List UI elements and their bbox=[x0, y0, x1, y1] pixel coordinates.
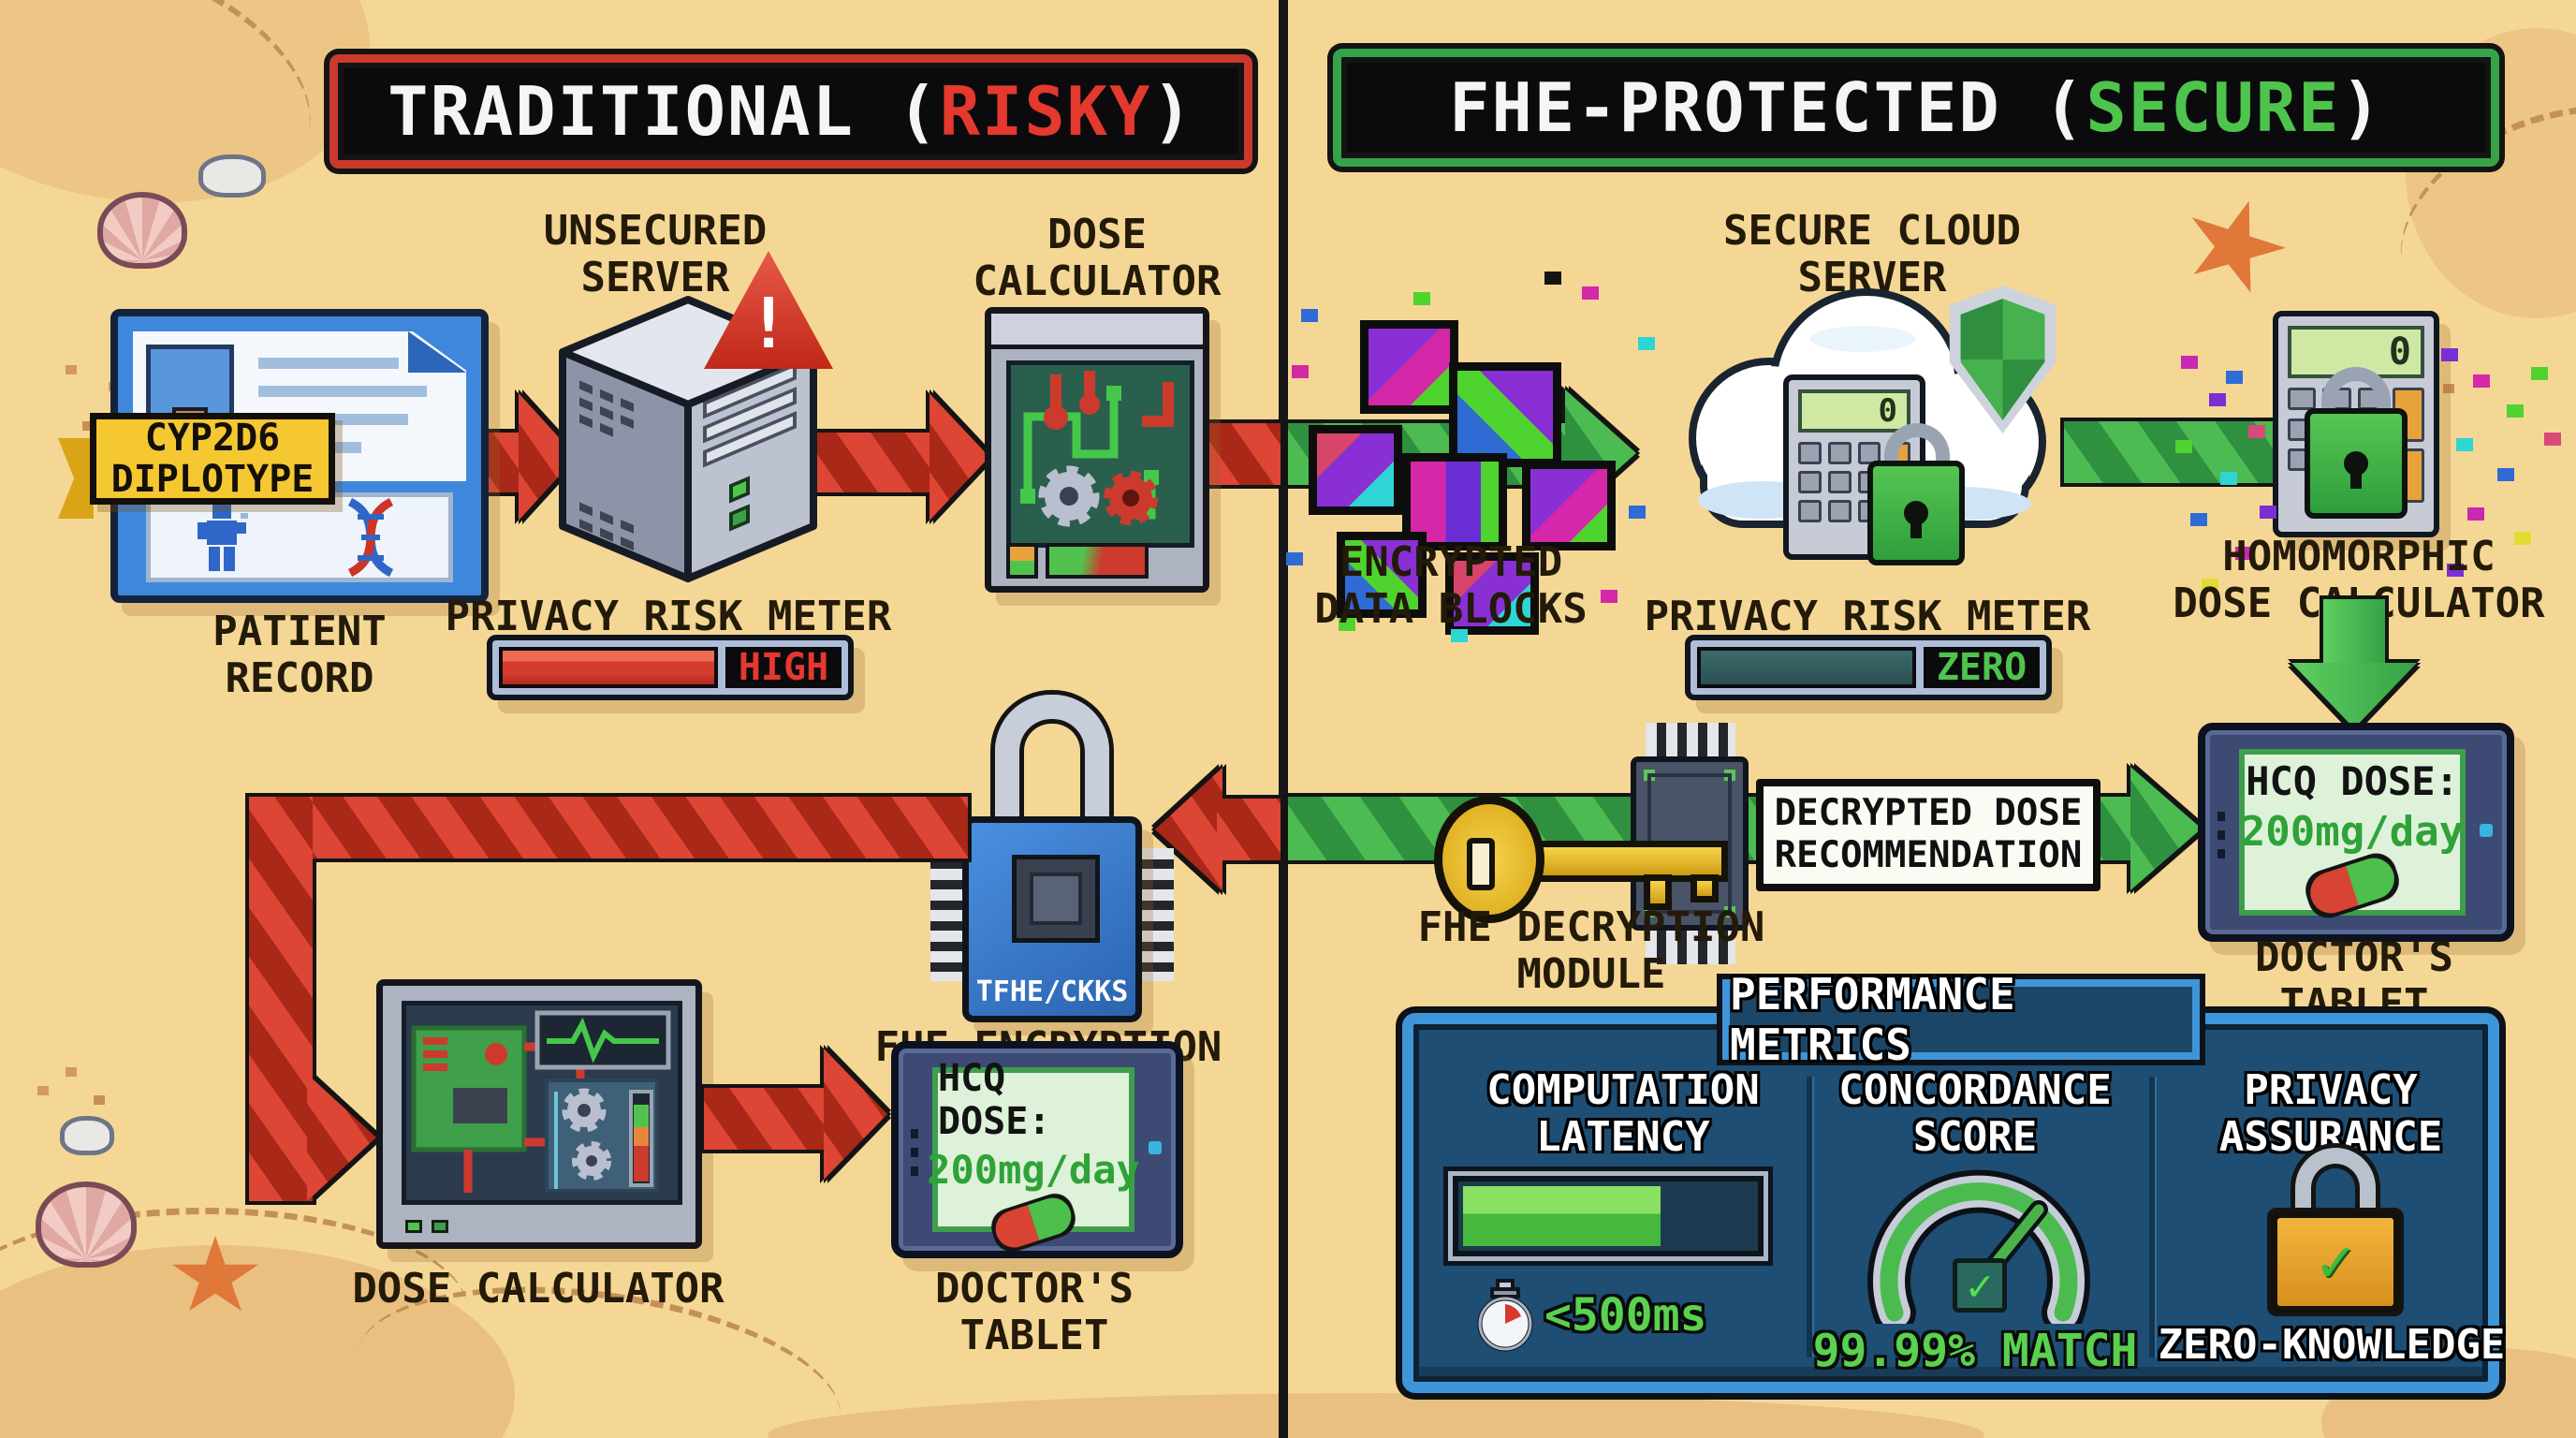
panel-divider bbox=[1279, 0, 1288, 1438]
fhe-decryption-label: FHE DECRYPTION MODULE bbox=[1417, 903, 1765, 999]
tablet-screen: HCQ DOSE: 200mg/day bbox=[927, 1057, 1140, 1253]
title-text: TRADITIONAL ( bbox=[388, 72, 940, 151]
dose-calculator-bottom-label: DOSE CALCULATOR bbox=[352, 1265, 724, 1313]
panel-column-divider bbox=[1807, 1077, 1812, 1357]
privacy-risk-meter-left: HIGH bbox=[487, 635, 854, 700]
circuit-board-screen bbox=[402, 1001, 682, 1205]
risk-bar-high bbox=[499, 647, 718, 688]
title-fhe-protected: FHE-PROTECTED (SECURE) bbox=[1333, 49, 2499, 167]
dune-bottom-center bbox=[768, 1393, 1984, 1438]
concordance-value: 99.99% MATCH bbox=[1812, 1325, 2138, 1377]
key-icon bbox=[1434, 796, 1544, 923]
latency-progress-bar bbox=[1453, 1176, 1764, 1256]
gauge-check-icon: ✓ bbox=[1953, 1258, 2007, 1313]
latency-header: COMPUTATION LATENCY bbox=[1486, 1066, 1760, 1162]
pebble bbox=[198, 154, 266, 198]
dose-value: 200mg/day bbox=[927, 1146, 1140, 1193]
pebble bbox=[60, 1116, 114, 1155]
decrypted-dose-box: DECRYPTED DOSE RECOMMENDATION bbox=[1756, 779, 2100, 891]
risk-bar-zero bbox=[1697, 647, 1916, 688]
privacy-lock-icon: ✓ bbox=[2271, 1211, 2400, 1313]
title-traditional: TRADITIONAL (RISKY) bbox=[329, 54, 1252, 169]
pixel-dust-left bbox=[2181, 356, 2198, 369]
calculator-display: 0 bbox=[2288, 326, 2424, 378]
arrow-into-encryption-module bbox=[1155, 768, 1281, 891]
dose-calculator-bottom-icon bbox=[376, 979, 702, 1249]
privacy-risk-meter-right: ZERO bbox=[1685, 635, 2052, 700]
homomorphic-lock-icon bbox=[2305, 408, 2408, 519]
circuit-screen bbox=[1006, 360, 1194, 548]
encryption-lock-icon: TFHE/CKKS bbox=[962, 816, 1142, 1022]
stopwatch-icon bbox=[1475, 1279, 1535, 1357]
cpu-chip-icon bbox=[1012, 855, 1100, 943]
sand-speckles bbox=[37, 1086, 49, 1095]
tablet-speaker bbox=[911, 1129, 918, 1181]
encrypted-data-blocks-icon bbox=[1309, 320, 1617, 635]
risk-value: ZERO bbox=[1924, 646, 2040, 689]
risk-value: HIGH bbox=[725, 646, 842, 689]
privacy-value: ZERO-KNOWLEDGE bbox=[2158, 1321, 2506, 1369]
privacy-lock-shackle bbox=[2295, 1148, 2376, 1221]
dose-value: 200mg/day bbox=[2240, 808, 2465, 856]
dose-calculator-top-label: DOSE CALCULATOR bbox=[973, 211, 1222, 306]
title-highlight-secure: SECURE bbox=[2086, 68, 2341, 147]
gauge-icon bbox=[1857, 1146, 2100, 1334]
performance-metrics-title: PERFORMANCE METRICS bbox=[1722, 969, 2200, 1070]
indicator-light bbox=[1006, 543, 1038, 579]
tablet-camera bbox=[1149, 1141, 1162, 1155]
server-icon bbox=[548, 292, 828, 591]
pill-icon bbox=[2305, 852, 2400, 919]
indicator-bar bbox=[1046, 543, 1149, 579]
record-genomics-panel bbox=[146, 492, 453, 582]
lock-pins-right bbox=[1142, 848, 1174, 981]
privacy-risk-meter-left-label: PRIVACY RISK METER bbox=[445, 593, 892, 640]
shell-bottom-left bbox=[36, 1181, 137, 1268]
chip-pins-top bbox=[1646, 723, 1735, 758]
latency-progress-fill bbox=[1463, 1186, 1661, 1246]
doctors-tablet-bottom-label: DOCTOR'S TABLET bbox=[935, 1265, 1134, 1360]
arrow-down-to-tablet bbox=[2291, 599, 2417, 728]
arrow-cloud-to-homomorphic bbox=[2064, 421, 2281, 483]
title-highlight-risky: RISKY bbox=[939, 72, 1152, 151]
pixel-dust-right bbox=[2441, 348, 2458, 361]
person-icon bbox=[197, 502, 248, 571]
pill-icon bbox=[990, 1192, 1076, 1253]
doctors-tablet-bottom: HCQ DOSE: 200mg/day bbox=[891, 1041, 1183, 1258]
arrow-calculator-to-tablet bbox=[704, 1049, 887, 1180]
privacy-risk-meter-right-label: PRIVACY RISK METER bbox=[1644, 593, 2091, 640]
arrow-server-to-calculator bbox=[810, 393, 989, 521]
calculator-display: 0 bbox=[1798, 389, 1910, 433]
unsecured-server-label: UNSECURED SERVER bbox=[543, 207, 768, 302]
arrow-elbow-to-dose-calculator bbox=[249, 797, 1035, 1203]
tfhe-ckks-label: TFHE/CKKS bbox=[975, 976, 1129, 1008]
encrypted-blocks-label: ENCRYPTED DATA BLOCKS bbox=[1314, 538, 1588, 634]
tablet-camera bbox=[2480, 824, 2493, 838]
panel-column-divider bbox=[2149, 1077, 2155, 1357]
dose-title: HCQ DOSE: bbox=[2246, 758, 2459, 804]
concordance-header: CONCORDANCE SCORE bbox=[1838, 1066, 2112, 1162]
cloud-lock-icon bbox=[1867, 461, 1965, 565]
starfish-top-right bbox=[2171, 185, 2298, 308]
dna-icon bbox=[347, 498, 393, 577]
tablet-screen: HCQ DOSE: 200mg/day bbox=[2239, 749, 2466, 919]
chip-pins-bottom bbox=[1646, 929, 1735, 964]
banner-ribbon-tail bbox=[58, 438, 94, 519]
tablet-speaker bbox=[2217, 812, 2225, 863]
arrow-calculator-to-divider bbox=[1206, 423, 1281, 485]
patient-record-label: PATIENT RECORD bbox=[212, 608, 387, 703]
pixel-dust bbox=[1301, 309, 1318, 322]
dune-ridge bbox=[0, 1208, 468, 1414]
sand-speckles bbox=[66, 365, 77, 374]
cyp2d6-diplotype-banner: CYP2D6 DIPLOTYPE bbox=[90, 413, 335, 505]
dose-calculator-top-icon bbox=[985, 307, 1209, 593]
dose-title: HCQ DOSE: bbox=[938, 1056, 1051, 1143]
doctors-tablet-right: HCQ DOSE: 200mg/day bbox=[2198, 723, 2514, 942]
shell-top-left bbox=[97, 192, 187, 269]
latency-value: <500ms bbox=[1544, 1289, 1707, 1342]
title-text: FHE-PROTECTED ( bbox=[1449, 68, 2086, 147]
lock-pins-left bbox=[930, 848, 962, 981]
